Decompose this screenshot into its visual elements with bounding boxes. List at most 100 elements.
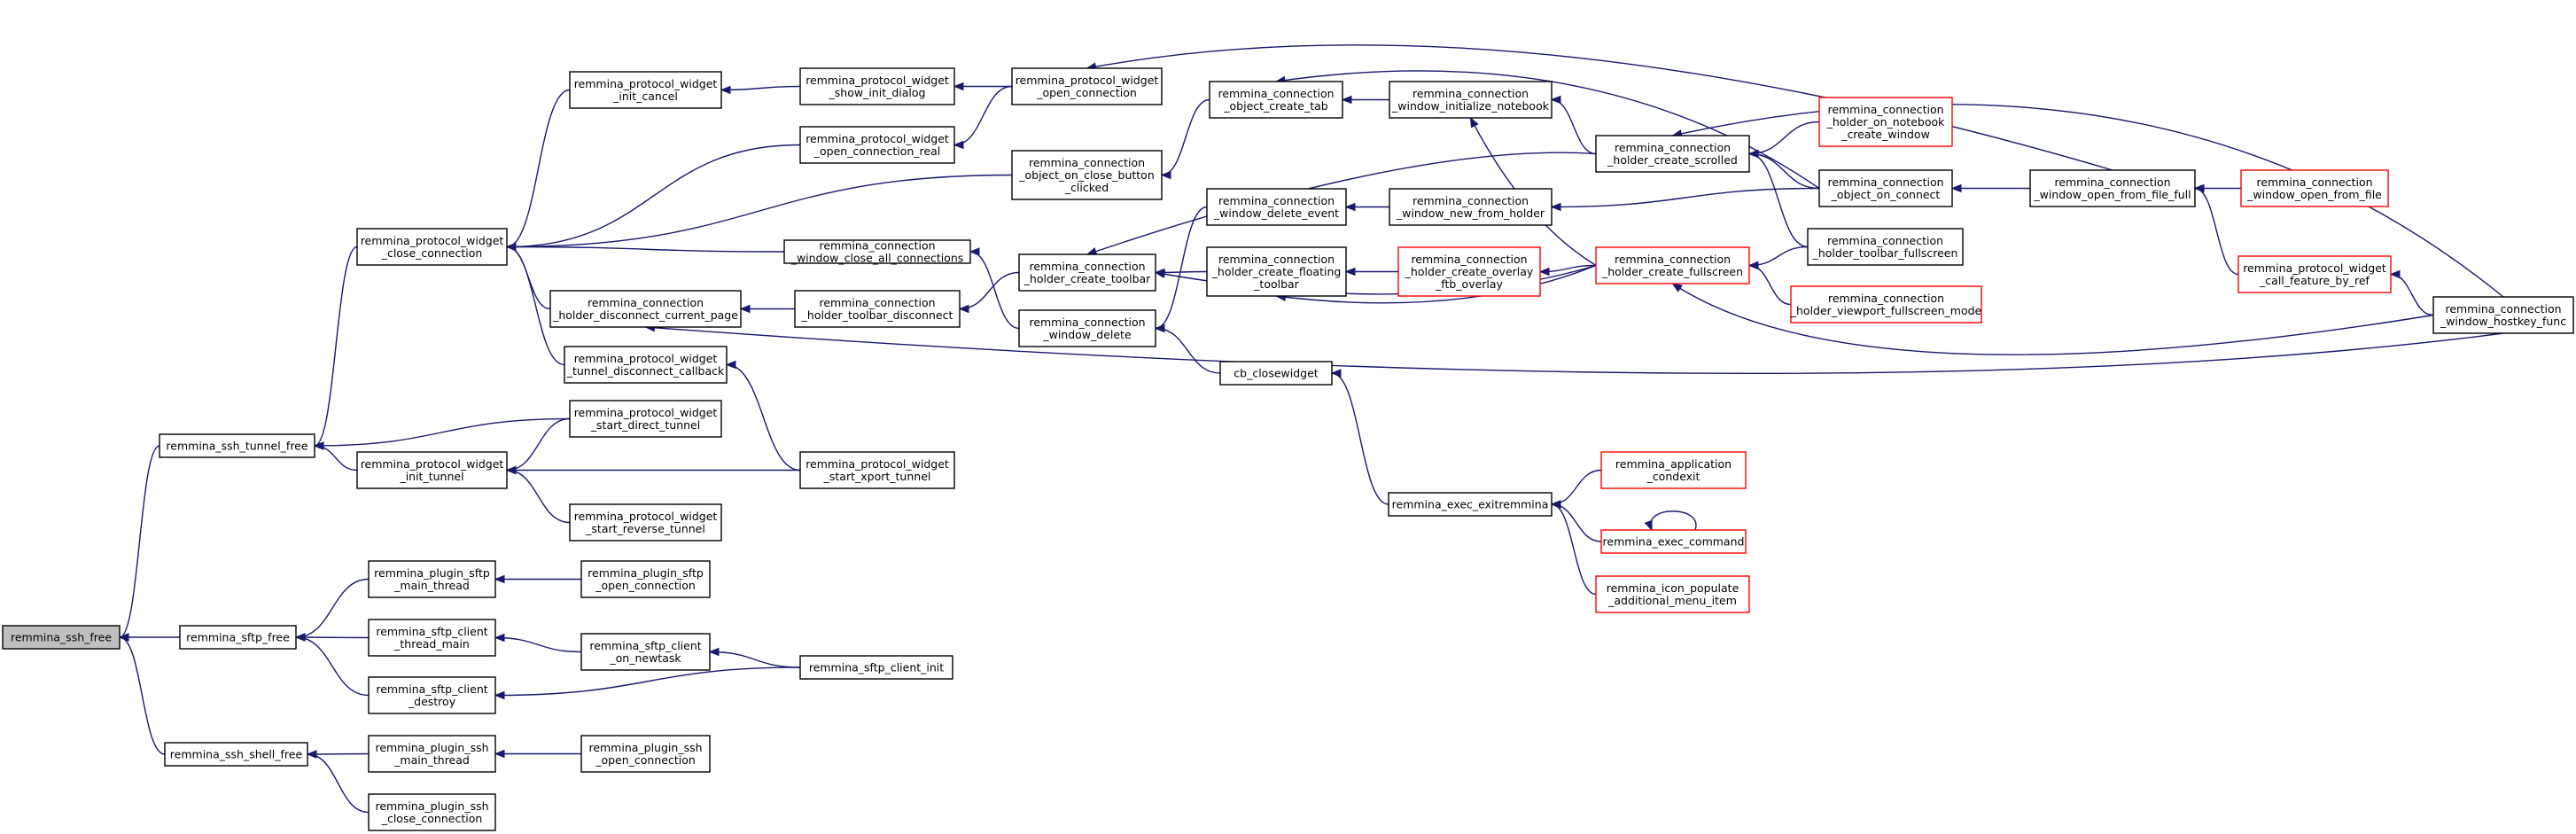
node-box[interactable] xyxy=(368,560,496,598)
node-box[interactable] xyxy=(1219,361,1333,386)
node-remmina-connection-window-initialize-notebook[interactable]: remmina_connection_window_initialize_not… xyxy=(1389,81,1553,119)
node-box[interactable] xyxy=(368,735,496,773)
node-remmina-exec-exitremmina[interactable]: remmina_exec_exitremmina xyxy=(1388,492,1553,517)
node-remmina-connection-window-open-from-file-full[interactable]: remmina_connection_window_open_from_file… xyxy=(2029,169,2196,207)
node-box[interactable] xyxy=(356,451,508,489)
node-box[interactable] xyxy=(569,71,722,109)
node-box[interactable] xyxy=(794,290,961,328)
node-box[interactable] xyxy=(799,655,953,680)
node-box[interactable] xyxy=(368,619,496,657)
node-box[interactable] xyxy=(368,793,496,831)
node-box[interactable] xyxy=(799,67,955,105)
node-remmina-connection-holder-toolbar-fullscreen[interactable]: remmina_connection_holder_toolbar_fullsc… xyxy=(1807,228,1964,266)
node-remmina-protocol-widget-tunnel-disconnect-callback[interactable]: remmina_protocol_widget_tunnel_disconnec… xyxy=(564,346,728,384)
node-remmina-protocol-widget-init-cancel[interactable]: remmina_protocol_widget_init_cancel xyxy=(569,71,722,109)
node-box[interactable] xyxy=(1600,529,1747,554)
node-remmina-connection-holder-disconnect-current-page[interactable]: remmina_connection_holder_disconnect_cur… xyxy=(549,290,742,328)
node-box[interactable] xyxy=(1600,451,1747,489)
node-box[interactable] xyxy=(1595,135,1750,173)
node-box[interactable] xyxy=(1388,492,1553,517)
node-remmina-sftp-client-on-newtask[interactable]: remmina_sftp_client_on_newtask xyxy=(580,633,711,671)
node-box[interactable] xyxy=(1206,246,1347,297)
node-box[interactable] xyxy=(1595,246,1750,284)
node-remmina-application-condexit[interactable]: remmina_application_condexit xyxy=(1600,451,1747,489)
node-box[interactable] xyxy=(1818,169,1953,207)
node-remmina-sftp-client-thread-main[interactable]: remmina_sftp_client_thread_main xyxy=(368,619,496,657)
node-box[interactable] xyxy=(2432,296,2574,334)
node-box[interactable] xyxy=(1397,246,1541,297)
node-box[interactable] xyxy=(1595,575,1750,613)
node-remmina-sftp-client-init[interactable]: remmina_sftp_client_init xyxy=(799,655,953,680)
node-remmina-connection-window-open-from-file[interactable]: remmina_connection_window_open_from_file xyxy=(2240,169,2389,207)
node-remmina-connection-holder-create-floating-toolbar[interactable]: remmina_connection_holder_create_floatin… xyxy=(1206,246,1347,297)
node-remmina-sftp-free[interactable]: remmina_sftp_free xyxy=(179,625,297,650)
node-remmina-protocol-widget-start-reverse-tunnel[interactable]: remmina_protocol_widget_start_reverse_tu… xyxy=(569,503,722,542)
node-box[interactable] xyxy=(1389,188,1553,226)
node-remmina-protocol-widget-close-connection[interactable]: remmina_protocol_widget_close_connection xyxy=(356,228,508,266)
node-box[interactable] xyxy=(1011,150,1163,200)
node-box[interactable] xyxy=(580,633,711,671)
node-remmina-protocol-widget-open-connection[interactable]: remmina_protocol_widget_open_connection xyxy=(1011,67,1163,105)
node-box[interactable] xyxy=(2,625,121,650)
node-remmina-ssh-tunnel-free[interactable]: remmina_ssh_tunnel_free xyxy=(159,433,315,458)
node-cb-closewidget[interactable]: cb_closewidget xyxy=(1219,361,1333,386)
node-box[interactable] xyxy=(569,503,722,542)
node-box[interactable] xyxy=(1018,253,1156,292)
node-remmina-plugin-sftp-open-connection[interactable]: remmina_plugin_sftp_open_connection xyxy=(580,560,711,598)
node-remmina-protocol-widget-call-feature-by-ref[interactable]: remmina_protocol_widget_call_feature_by_… xyxy=(2237,255,2392,293)
node-box[interactable] xyxy=(179,625,297,650)
node-remmina-connection-window-close-all-connections[interactable]: remmina_connection_window_close_all_conn… xyxy=(783,239,971,265)
node-box[interactable] xyxy=(569,400,722,438)
node-box[interactable] xyxy=(580,735,711,773)
node-remmina-connection-object-create-tab[interactable]: remmina_connection_object_create_tab xyxy=(1209,81,1343,119)
node-remmina-protocol-widget-open-connection-real[interactable]: remmina_protocol_widget_open_connection_… xyxy=(799,126,955,164)
node-remmina-icon-populate-additional-menu-item[interactable]: remmina_icon_populate_additional_menu_it… xyxy=(1595,575,1750,613)
node-remmina-connection-object-on-connect[interactable]: remmina_connection_object_on_connect xyxy=(1818,169,1953,207)
node-box[interactable] xyxy=(2240,169,2389,207)
node-remmina-exec-command[interactable]: remmina_exec_command xyxy=(1600,529,1747,554)
node-box[interactable] xyxy=(1018,309,1156,347)
node-remmina-protocol-widget-show-init-dialog[interactable]: remmina_protocol_widget_show_init_dialog xyxy=(799,67,955,105)
node-box[interactable] xyxy=(159,433,315,458)
node-remmina-connection-window-new-from-holder[interactable]: remmina_connection_window_new_from_holde… xyxy=(1389,188,1553,226)
node-box[interactable] xyxy=(1818,97,1953,147)
node-remmina-connection-window-delete-event[interactable]: remmina_connection_window_delete_event xyxy=(1206,188,1347,226)
node-box[interactable] xyxy=(564,346,728,384)
node-box[interactable] xyxy=(580,560,711,598)
node-box[interactable] xyxy=(2237,255,2392,293)
node-remmina-protocol-widget-start-direct-tunnel[interactable]: remmina_protocol_widget_start_direct_tun… xyxy=(569,400,722,438)
node-remmina-connection-holder-toolbar-disconnect[interactable]: remmina_connection_holder_toolbar_discon… xyxy=(794,290,961,328)
node-remmina-connection-holder-create-overlay-ftb-overlay[interactable]: remmina_connection_holder_create_overlay… xyxy=(1397,246,1541,297)
node-remmina-ssh-free[interactable]: remmina_ssh_free xyxy=(2,625,121,650)
node-remmina-connection-window-hostkey-func[interactable]: remmina_connection_window_hostkey_func xyxy=(2432,296,2574,334)
node-remmina-connection-object-on-close-button-clicked[interactable]: remmina_connection_object_on_close_butto… xyxy=(1011,150,1163,200)
node-remmina-ssh-shell-free[interactable]: remmina_ssh_shell_free xyxy=(164,742,308,767)
node-box[interactable] xyxy=(164,742,308,767)
node-remmina-plugin-ssh-close-connection[interactable]: remmina_plugin_ssh_close_connection xyxy=(368,793,496,831)
node-remmina-connection-holder-create-fullscreen[interactable]: remmina_connection_holder_create_fullscr… xyxy=(1595,246,1750,284)
node-box[interactable] xyxy=(2029,169,2196,207)
node-box[interactable] xyxy=(1011,67,1163,105)
node-box[interactable] xyxy=(356,228,508,266)
node-remmina-connection-holder-create-toolbar[interactable]: remmina_connection_holder_create_toolbar xyxy=(1018,253,1156,292)
node-remmina-connection-holder-create-scrolled[interactable]: remmina_connection_holder_create_scrolle… xyxy=(1595,135,1750,173)
node-box[interactable] xyxy=(1807,228,1964,266)
node-box[interactable] xyxy=(368,676,496,714)
node-box[interactable] xyxy=(783,239,971,264)
node-box[interactable] xyxy=(1389,81,1553,119)
node-box[interactable] xyxy=(799,451,955,489)
node-remmina-plugin-sftp-main-thread[interactable]: remmina_plugin_sftp_main_thread xyxy=(368,560,496,598)
node-box[interactable] xyxy=(1790,285,1982,323)
node-box[interactable] xyxy=(549,290,742,328)
node-remmina-connection-holder-viewport-fullscreen-mode[interactable]: remmina_connection_holder_viewport_fulls… xyxy=(1790,285,1982,323)
node-box[interactable] xyxy=(799,126,955,164)
node-box[interactable] xyxy=(1209,81,1343,119)
node-remmina-protocol-widget-start-xport-tunnel[interactable]: remmina_protocol_widget_start_xport_tunn… xyxy=(799,451,955,489)
node-remmina-connection-window-delete[interactable]: remmina_connection_window_delete xyxy=(1018,309,1156,347)
node-remmina-sftp-client-destroy[interactable]: remmina_sftp_client_destroy xyxy=(368,676,496,714)
node-box[interactable] xyxy=(1206,188,1347,226)
node-remmina-connection-holder-on-notebook-create-window[interactable]: remmina_connection_holder_on_notebook_cr… xyxy=(1818,97,1953,147)
node-remmina-plugin-ssh-main-thread[interactable]: remmina_plugin_ssh_main_thread xyxy=(368,735,496,773)
node-remmina-plugin-ssh-open-connection[interactable]: remmina_plugin_ssh_open_connection xyxy=(580,735,711,773)
node-remmina-protocol-widget-init-tunnel[interactable]: remmina_protocol_widget_init_tunnel xyxy=(356,451,508,489)
